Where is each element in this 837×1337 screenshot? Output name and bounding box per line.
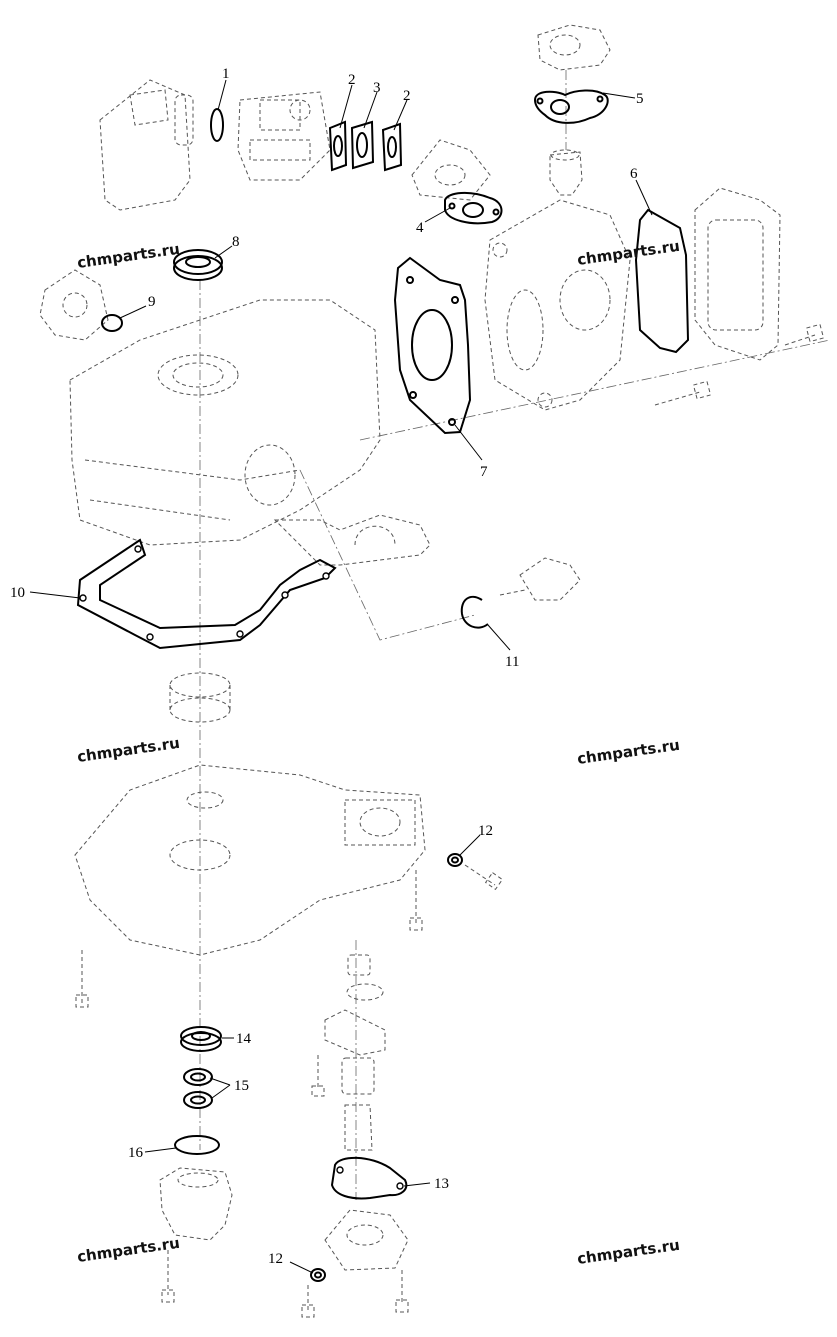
carburetor [237,91,331,181]
crankcase-bolts [75,870,423,1008]
cylinder-head [484,199,631,411]
cylinder-block [69,299,381,546]
part-12-washer-lower [310,1268,326,1282]
head-cover-bolt [784,323,825,346]
callout-12-lower: 12 [268,1251,283,1267]
thermostat [549,149,583,196]
part-13-pump-gasket [330,1156,408,1200]
callout-9: 9 [148,294,156,310]
part-10-crankcase-gasket [76,538,337,650]
intake-elbow [411,139,491,201]
crankcase-upper-gasket [273,514,431,566]
crankcase-side-bolt [464,864,504,891]
callout-11: 11 [505,654,519,670]
watermark: chmparts.ru [576,736,681,768]
pump-cover [324,1209,409,1271]
part-3-insulator [350,120,375,170]
callout-6: 6 [630,166,638,182]
callout-4: 4 [416,220,424,236]
thermostat-cover [537,24,611,71]
part-9-o-ring [101,314,123,332]
callout-3: 3 [373,80,381,96]
pump-cover-bolts [301,1270,409,1318]
part-12-washer-upper [447,853,463,867]
part-15-seal-upper [183,1068,213,1086]
callout-2-left: 2 [348,72,356,88]
head-cover [694,187,781,361]
part-4-gasket [444,192,503,225]
pump-impeller [346,954,384,1001]
part-11-circlip [460,595,489,629]
part-7-head-gasket [393,256,472,435]
part-1-o-ring [210,108,224,142]
part-6-head-cover-gasket [634,208,690,354]
temp-sensor [499,557,581,601]
lower-crankcase [74,764,426,956]
assembly-axes [199,70,831,1200]
callout-14: 14 [236,1031,252,1047]
watermark: chmparts.ru [76,240,181,272]
oil-pump [39,269,109,341]
watermark: chmparts.ru [576,237,681,269]
callout-10: 10 [10,585,25,601]
intake-air-box [99,79,194,211]
part-15-seal-lower [183,1091,213,1109]
head-bolt [654,380,712,406]
drive-housing [159,1167,233,1241]
small-bolt [311,1055,325,1097]
part-5-gasket [533,89,609,124]
part-8-oil-seal [173,249,223,281]
part-14-oil-seal [180,1026,222,1052]
callout-2-right: 2 [403,88,411,104]
callout-15: 15 [234,1078,249,1094]
callout-1: 1 [222,66,230,82]
callout-13: 13 [434,1176,449,1192]
relief-valve [341,1057,375,1151]
housing-bolt [161,1250,175,1303]
watermark: chmparts.ru [76,734,181,766]
callout-16: 16 [128,1145,144,1161]
callout-5: 5 [636,91,644,107]
callout-7: 7 [480,464,488,480]
pump-plate [324,1009,386,1056]
leader-lines [29,79,653,1274]
part-16-o-ring [174,1135,220,1155]
callout-labels: 1 2 3 2 4 5 6 7 8 9 10 11 12 13 14 15 16… [10,66,644,1267]
watermark: chmparts.ru [576,1236,681,1268]
part-2-gasket-left [328,120,348,172]
main-bearing [169,672,231,723]
callout-12-upper: 12 [478,823,493,839]
watermark: chmparts.ru [76,1234,181,1266]
callout-8: 8 [232,234,240,250]
part-2-gasket-right [381,122,403,172]
